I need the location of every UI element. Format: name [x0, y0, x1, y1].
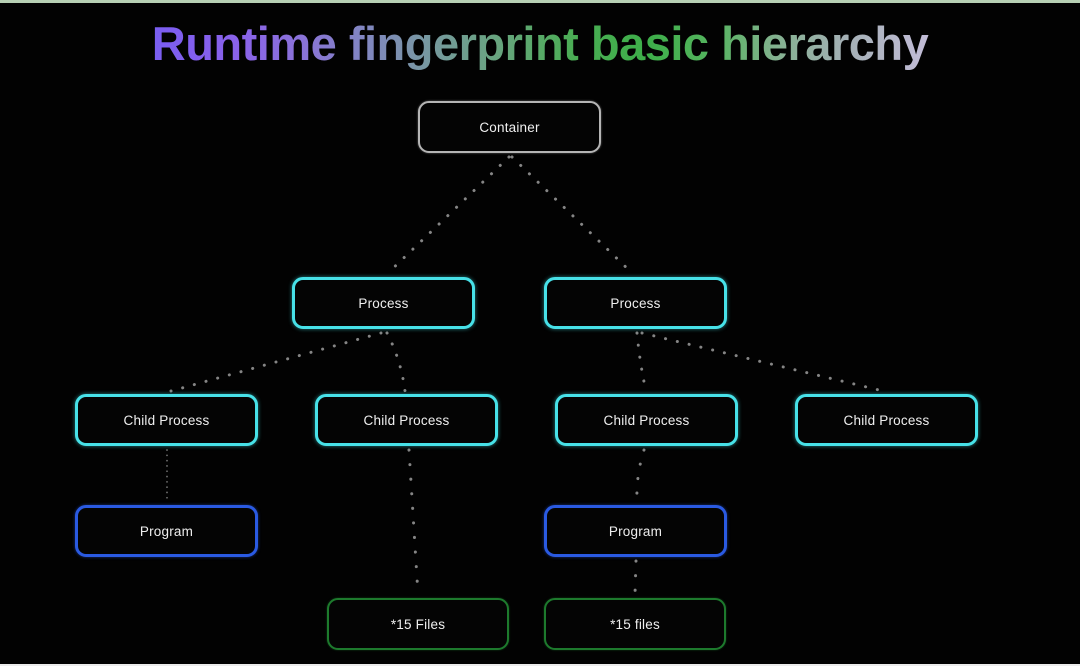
node-child-process-4: Child Process [795, 394, 978, 446]
window-bottom-edge [0, 664, 1080, 666]
diagram-title: Runtime fingerprint basic hierarchy [0, 16, 1080, 71]
node-child-process-3: Child Process [555, 394, 738, 446]
node-container: Container [418, 101, 601, 153]
edge-container-process-1 [385, 155, 511, 276]
node-files-2-label: *15 files [610, 616, 660, 632]
node-child-process-4-label: Child Process [843, 412, 930, 428]
edge-child2-files1 [407, 448, 420, 596]
node-process-1-label: Process [358, 295, 409, 311]
node-program-2-label: Program [608, 523, 663, 539]
node-program-1: Program [75, 505, 258, 557]
edge-child3-program2 [635, 448, 646, 504]
node-files-1: *15 Files [327, 598, 509, 650]
edge-process2-child4 [640, 331, 881, 392]
node-files-2: *15 files [544, 598, 726, 650]
edge-container-process-2 [510, 155, 635, 276]
edge-process1-child1 [169, 331, 383, 393]
node-program-2: Program [544, 505, 727, 557]
node-files-1-label: *15 Files [390, 616, 446, 632]
node-child-process-1-label: Child Process [123, 412, 210, 428]
node-process-2: Process [544, 277, 727, 329]
edge-program2-files2 [633, 559, 638, 596]
node-child-process-1: Child Process [75, 394, 258, 446]
node-child-process-2: Child Process [315, 394, 498, 446]
window-top-edge [0, 0, 1080, 3]
node-process-2-label: Process [610, 295, 661, 311]
edge-process2-child3 [635, 331, 648, 393]
node-child-process-2-label: Child Process [363, 412, 450, 428]
node-process-1: Process [292, 277, 475, 329]
node-child-process-3-label: Child Process [603, 412, 690, 428]
edge-process1-child2 [385, 331, 407, 393]
node-container-label: Container [479, 119, 540, 135]
node-program-1-label: Program [139, 523, 194, 539]
